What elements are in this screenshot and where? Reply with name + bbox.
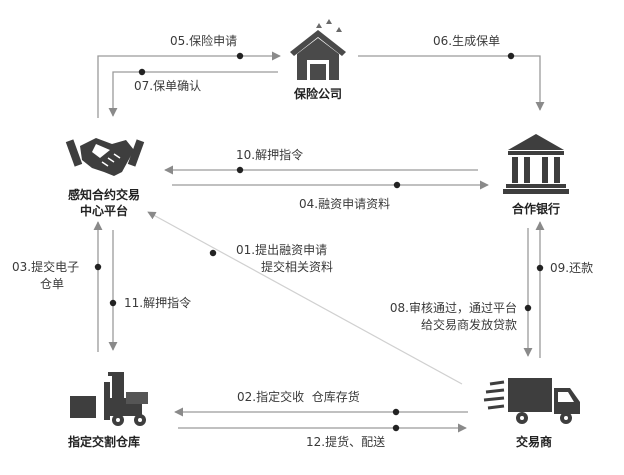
bank-icon bbox=[503, 134, 569, 194]
arrow-07-dot bbox=[138, 68, 146, 76]
step-08-label-line1: 08.审核通过，通过平台 bbox=[390, 300, 517, 315]
step-01-label-line1: 01.提出融资申请 bbox=[236, 242, 327, 257]
node-trader-label: 交易商 bbox=[516, 434, 552, 449]
node-warehouse-label: 指定交割仓库 bbox=[68, 434, 140, 449]
arrow-01-dot bbox=[209, 249, 217, 257]
step-11-label: 11.解押指令 bbox=[124, 295, 191, 310]
arrow-10-dot bbox=[236, 166, 244, 174]
arrow-06-dot bbox=[507, 52, 515, 60]
step-02-label: 02.指定交收 仓库存货 bbox=[237, 389, 360, 404]
step-03-label-line1: 03.提交电子 bbox=[12, 259, 79, 274]
step-01-label-line2: 提交相关资料 bbox=[261, 259, 333, 274]
step-06-label: 06.生成保单 bbox=[433, 34, 500, 48]
step-07-label: 07.保单确认 bbox=[134, 79, 201, 93]
node-platform-label-line2: 中心平台 bbox=[80, 203, 128, 218]
node-bank-label: 合作银行 bbox=[512, 201, 560, 216]
arrow-05-dot bbox=[236, 52, 244, 60]
arrow-07 bbox=[108, 71, 278, 117]
house-icon bbox=[290, 19, 346, 80]
arrow-09-dot bbox=[536, 264, 544, 272]
arrow-08-dot bbox=[524, 304, 532, 312]
arrow-01 bbox=[147, 211, 463, 385]
arrow-03-dot bbox=[94, 263, 102, 271]
step-09-label: 09.还款 bbox=[550, 261, 593, 275]
step-05-label: 05.保险申请 bbox=[170, 33, 237, 48]
step-08-label-line2: 给交易商发放贷款 bbox=[421, 317, 517, 332]
step-04-label: 04.融资申请资料 bbox=[299, 197, 390, 211]
arrow-12-dot bbox=[392, 424, 400, 432]
node-insurance-label: 保险公司 bbox=[293, 86, 342, 101]
node-platform-label-line1: 感知合约交易 bbox=[68, 187, 140, 202]
step-12-label: 12.提货、配送 bbox=[306, 434, 385, 449]
truck-icon bbox=[483, 378, 580, 424]
handshake-icon bbox=[65, 138, 145, 176]
arrow-04-dot bbox=[393, 181, 401, 189]
arrow-05 bbox=[97, 51, 281, 118]
arrow-11-dot bbox=[109, 299, 117, 307]
forklift-icon bbox=[70, 372, 148, 426]
arrow-02-dot bbox=[392, 408, 400, 416]
step-03-label-line2: 仓单 bbox=[40, 277, 64, 291]
arrow-06 bbox=[358, 55, 545, 111]
step-10-label: 10.解押指令 bbox=[236, 147, 303, 162]
